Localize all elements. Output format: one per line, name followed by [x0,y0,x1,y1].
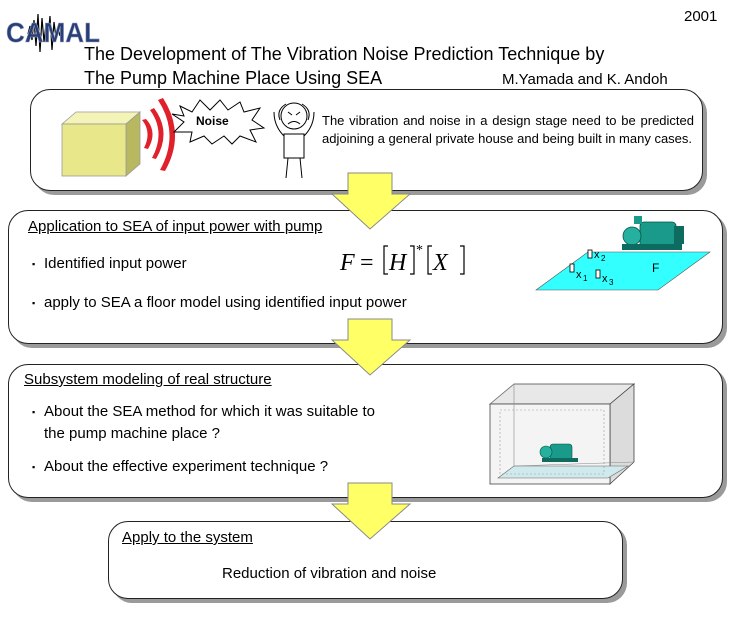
title-line-2: The Pump Machine Place Using SEA [84,68,383,88]
problem-description: The vibration and noise in a design stag… [322,113,694,146]
formula-h: H [388,250,408,276]
logo-waveform [27,13,61,53]
formula-equals: = [360,250,374,276]
machine-block-icon [60,110,142,178]
year-label: 2001 [684,8,718,25]
noise-label: Noise [196,114,229,128]
logo-text: CAMAL [6,17,100,48]
title-line-1: The Development of The Vibration Noise P… [84,44,605,64]
subsystem-heading: Subsystem modeling of real structure [24,371,272,388]
formula-lhs: F [339,250,355,276]
flow-arrow-1 [330,172,412,235]
formula: F = H * X [338,240,478,280]
bullet-experiment-technique: About the effective experiment technique… [32,458,328,475]
flow-arrow-3 [330,482,412,545]
bullet-sea-method: About the SEA method for which it was su… [32,403,375,420]
label-force-f: F [652,261,659,275]
label-x2: x [594,249,600,261]
flow-arrow-2 [330,318,412,381]
apply-system-heading: Apply to the system [122,529,253,546]
room-structure-figure [484,380,644,488]
camal-logo: CAMAL [4,6,104,56]
label-x3: x [602,273,608,285]
authors: M.Yamada and K. Andoh [502,71,668,88]
label-x3-sub: 3 [609,278,614,287]
noise-burst: Noise [170,98,266,146]
apply-system-body: Reduction of vibration and noise [222,565,437,582]
distressed-person-icon [266,100,322,180]
label-x2-sub: 2 [601,254,606,263]
bullet-sea-method-cont: the pump machine place ? [44,425,220,442]
input-power-heading: Application to SEA of input power with p… [28,218,323,235]
sound-wave-icon [136,96,180,174]
bullet-identified-input-power: Identified input power [32,255,187,272]
formula-sup: * [416,243,423,258]
bullet-apply-floor-model: apply to SEA a floor model using identif… [32,294,407,311]
formula-x: X [432,250,449,276]
label-x1: x [576,269,582,281]
label-x1-sub: 1 [583,274,588,283]
pump-floor-figure: x 1 x 2 x 3 F [534,214,714,294]
